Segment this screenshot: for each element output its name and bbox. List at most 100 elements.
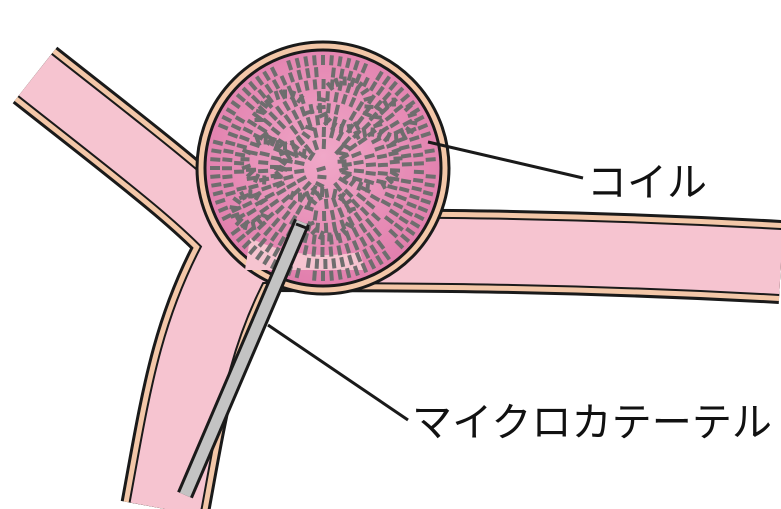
coil-segment (341, 257, 343, 267)
coil-segment (213, 192, 223, 194)
coil-segment (335, 78, 338, 86)
coil-segment (378, 173, 388, 174)
coil-segment (326, 199, 327, 209)
coil-segment (317, 259, 318, 269)
coil-segment (314, 235, 315, 245)
coil-segment (342, 164, 352, 165)
coil-label: コイル (587, 160, 707, 206)
coil-segment (211, 150, 221, 152)
coil-segment (338, 153, 347, 155)
coil-segment (377, 156, 387, 158)
coil-segment (334, 222, 336, 232)
coil-segment (401, 155, 411, 157)
coil-segment (366, 164, 376, 165)
coil-segment (366, 173, 376, 174)
coil-segment (378, 165, 388, 166)
coil-segment (210, 176, 220, 177)
coil-segment (305, 111, 314, 114)
coil-segment (222, 159, 232, 160)
coil-segment (210, 159, 220, 160)
coil-segment (400, 146, 410, 148)
coil-leader-line (428, 142, 583, 178)
coil-segment (374, 124, 383, 127)
coil-segment (234, 163, 244, 164)
coil-segment (303, 149, 305, 158)
coil-segment (276, 91, 279, 100)
coil-segment (308, 258, 310, 268)
coil-segment (306, 81, 308, 91)
coil-segment (349, 255, 352, 265)
coil-segment (339, 270, 341, 280)
coil-segment (226, 192, 236, 195)
coil-segment (336, 232, 339, 241)
coil-segment (224, 184, 234, 186)
coil-segment (396, 134, 397, 143)
coil-segment (412, 188, 422, 190)
coil-segment (317, 107, 326, 108)
coil-segment (354, 171, 364, 172)
coil-segment (326, 189, 327, 198)
coil-segment (392, 149, 401, 152)
coil-segment (394, 158, 403, 159)
coil-segment (426, 159, 436, 160)
coil-segment (365, 106, 374, 107)
coil-segment (305, 245, 307, 255)
coil-segment (298, 70, 300, 80)
coil-segment (253, 221, 255, 230)
coil-segment (338, 246, 340, 256)
coil-segment (332, 210, 334, 220)
coil-segment (333, 258, 334, 268)
coil-segment (365, 155, 375, 158)
coil-segment (341, 69, 343, 79)
coil-segment (373, 117, 382, 118)
coil-segment (336, 105, 338, 115)
coil-segment (230, 207, 239, 208)
coil-segment (297, 268, 299, 278)
coil-segment (412, 146, 422, 148)
coil-segment (305, 56, 307, 66)
coil-segment (390, 162, 400, 163)
coil-segment (349, 71, 352, 81)
coil-segment (343, 95, 346, 105)
coil-segment (331, 271, 332, 281)
coil-segment (292, 91, 295, 100)
coil-segment (211, 184, 221, 186)
coil-segment (224, 151, 234, 153)
coil-segment (315, 79, 316, 89)
coil-segment (425, 150, 435, 152)
coil-segment (331, 247, 332, 257)
coil-segment (399, 188, 409, 191)
coil-segment (317, 98, 326, 100)
coil-segment (413, 180, 423, 181)
coil-segment (256, 111, 265, 114)
coil-segment (213, 142, 223, 144)
coil-segment (308, 117, 311, 127)
coil-segment (314, 55, 315, 65)
coil-segment (317, 115, 318, 125)
coil-segment (364, 98, 373, 100)
coil-segment (222, 176, 232, 177)
coil-segment (351, 78, 354, 87)
coil-segment (388, 186, 398, 189)
coil-segment (364, 180, 374, 183)
coil-segment (258, 171, 268, 172)
coil-segment (364, 128, 366, 137)
coil-segment (425, 184, 435, 186)
coil-segment (328, 103, 329, 113)
coil-segment (333, 68, 334, 78)
coil-segment (237, 145, 247, 148)
coil-segment (347, 209, 356, 211)
coil-segment (305, 127, 314, 130)
coil-segment (295, 149, 297, 158)
coil-segment (294, 171, 304, 172)
microcatheter-leader-line (268, 325, 408, 420)
coil-segment (313, 247, 314, 257)
coil-segment (367, 183, 368, 192)
coil-segment (339, 56, 341, 66)
coil-segment (295, 162, 305, 164)
coil-segment (305, 207, 314, 210)
coil-segment (423, 192, 433, 194)
coil-segment (260, 153, 270, 155)
coil-segment (245, 221, 247, 230)
